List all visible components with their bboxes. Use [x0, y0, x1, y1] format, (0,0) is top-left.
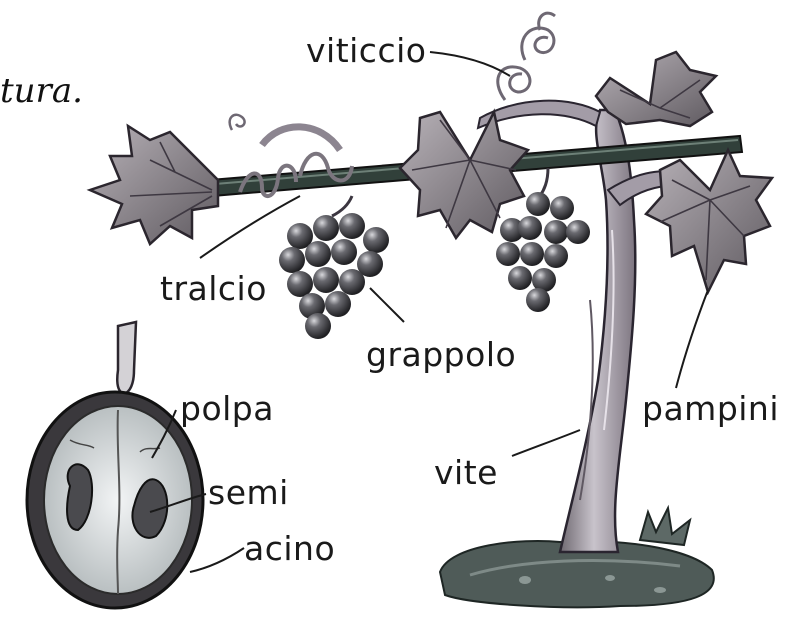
label-vite: vite [434, 456, 498, 489]
label-semi: semi [208, 476, 289, 509]
label-viticcio: viticcio [306, 34, 426, 67]
header-text-fragment: tura. [0, 74, 83, 108]
label-tralcio: tralcio [160, 272, 267, 305]
label-grappolo: grappolo [366, 338, 516, 371]
grape-berry-section [27, 322, 203, 608]
grape-cluster-left [279, 196, 389, 339]
label-acino: acino [244, 532, 335, 565]
label-pampini: pampini [642, 392, 779, 425]
vine-leaves [90, 52, 772, 292]
label-polpa: polpa [180, 392, 274, 425]
